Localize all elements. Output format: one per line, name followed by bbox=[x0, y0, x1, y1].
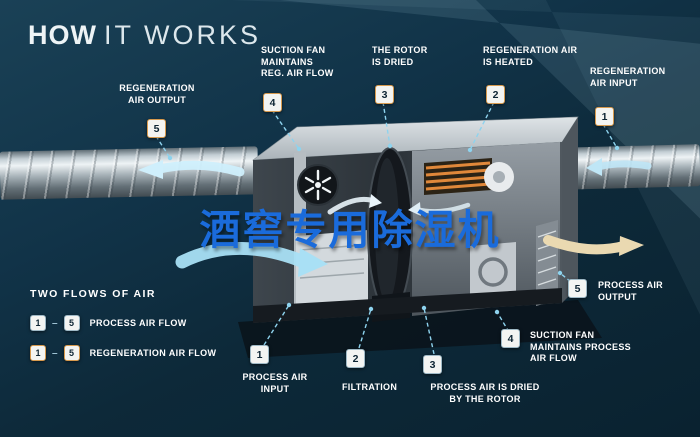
interior-process-arrow bbox=[327, 194, 382, 215]
legend-heading: TWO FLOWS OF AIR bbox=[30, 288, 156, 300]
callout-badge-regen-output: 5 bbox=[147, 119, 166, 138]
machine-base-bar bbox=[253, 288, 562, 323]
process-air-input-arrow bbox=[175, 242, 328, 277]
legend-range-dash: – bbox=[52, 347, 58, 359]
legend-row-regeneration: 1 – 5 REGENERATION AIR FLOW bbox=[30, 345, 216, 361]
callout-badge-process-input: 1 bbox=[250, 345, 269, 364]
callout-badge-regen-input: 1 bbox=[595, 107, 614, 126]
callout-label-filtration: FILTRATION bbox=[342, 382, 398, 392]
callout-badge-regen-heated: 2 bbox=[486, 85, 505, 104]
callout-label-regen-output: REGENERATION AIR OUTPUT bbox=[119, 83, 195, 105]
callout-badge-process-output: 5 bbox=[568, 279, 587, 298]
callout-label-process-fan: SUCTION FAN MAINTAINS PROCESS AIR FLOW bbox=[530, 330, 631, 364]
regeneration-fan-duct bbox=[484, 162, 514, 192]
heater bbox=[424, 158, 492, 195]
legend-badge-regen-to: 5 bbox=[63, 345, 80, 361]
callout-badge-filtration: 2 bbox=[346, 349, 365, 368]
legend-label-process: PROCESS AIR FLOW bbox=[89, 318, 187, 328]
interior-regeneration-arrow bbox=[408, 202, 471, 216]
legend: TWO FLOWS OF AIR 1 – 5 PROCESS AIR FLOW … bbox=[30, 288, 216, 375]
machine-right-face bbox=[562, 117, 578, 303]
callout-label-regen-fan: SUCTION FAN MAINTAINS REG. AIR FLOW bbox=[261, 45, 334, 79]
callout-badge-process-dried: 3 bbox=[423, 355, 442, 374]
title-it-works: IT WORKS bbox=[103, 20, 261, 50]
callout-badge-process-fan: 4 bbox=[501, 329, 520, 348]
regeneration-air-input-arrow bbox=[586, 158, 652, 176]
legend-badge-regen-from: 1 bbox=[30, 345, 46, 361]
callout-label-regen-heated: REGENERATION AIR IS HEATED bbox=[483, 45, 578, 67]
callout-label-process-input: PROCESS AIR INPUT bbox=[242, 372, 308, 394]
title-how: HOW bbox=[28, 20, 97, 50]
callout-label-process-output: PROCESS AIR OUTPUT bbox=[598, 280, 663, 302]
callout-badge-regen-fan: 4 bbox=[263, 93, 282, 112]
fan-icon bbox=[297, 164, 339, 206]
legend-badge-process-from: 1 bbox=[30, 315, 46, 331]
process-air-output-arrow bbox=[543, 235, 644, 256]
regeneration-air-output-arrow bbox=[138, 160, 245, 179]
callout-label-rotor-dried: THE ROTOR IS DRIED bbox=[372, 45, 428, 67]
callout-label-process-dried: PROCESS AIR IS DRIED BY THE ROTOR bbox=[430, 382, 540, 404]
legend-range-dash: – bbox=[52, 317, 58, 329]
callout-badge-rotor-dried: 3 bbox=[375, 85, 394, 104]
legend-row-process: 1 – 5 PROCESS AIR FLOW bbox=[30, 315, 216, 331]
product-title-overlay: 酒窖专用除湿机 bbox=[199, 206, 501, 254]
machine-plinth bbox=[238, 300, 602, 358]
process-fan-box bbox=[470, 242, 516, 303]
callout-label-regen-input: REGENERATION AIR INPUT bbox=[590, 66, 666, 88]
legend-label-regeneration: REGENERATION AIR FLOW bbox=[89, 348, 217, 358]
legend-badge-process-to: 5 bbox=[63, 315, 80, 331]
connector-dots bbox=[167, 143, 620, 315]
